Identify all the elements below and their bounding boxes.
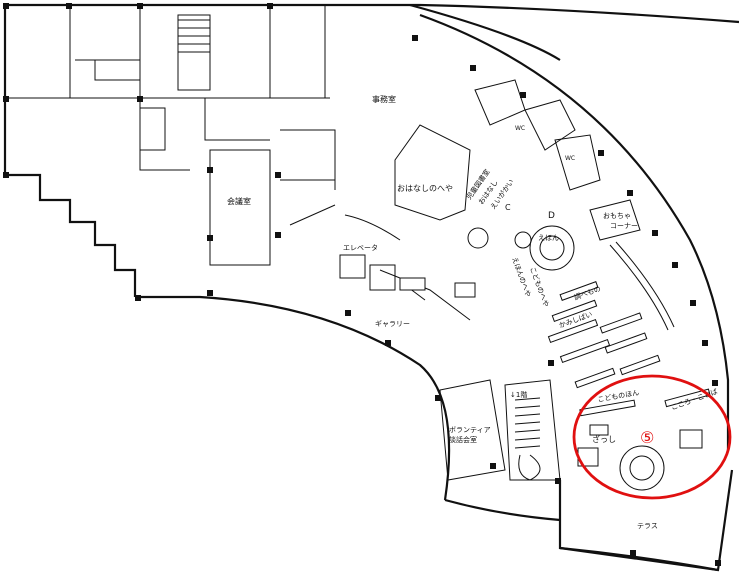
elevator-label: エレベータ	[343, 243, 378, 252]
vertical-label-e: こどものへや	[528, 266, 550, 308]
meeting-room-label: 会議室	[227, 196, 251, 206]
magazines-label: ざっし	[592, 434, 616, 444]
volunteer-room-label-2: 談話会室	[449, 435, 477, 444]
volunteer-room-label-1: ボランティア	[449, 426, 491, 434]
tables	[399, 225, 665, 491]
wc-label-1: WC	[515, 125, 525, 132]
terrace-label: テラス	[637, 522, 658, 530]
highlight-number: ⑤	[640, 428, 654, 447]
structural-columns	[3, 3, 721, 566]
stairs-label: ↓1階	[510, 390, 527, 399]
stairs	[178, 19, 541, 481]
outer-walls	[3, 3, 739, 572]
gallery-label: ギャラリー	[375, 320, 410, 328]
story-room-label: おはなしのへや	[397, 184, 453, 193]
highlight-circle	[572, 374, 732, 500]
picture-books-label: えほん	[538, 234, 559, 242]
vertical-label-d: えほんのへや	[510, 256, 532, 298]
shelves	[547, 241, 711, 467]
interior-walls	[4, 5, 641, 481]
toy-corner-label-1: おもちゃ	[603, 212, 631, 220]
shelf-c-label: C	[505, 203, 511, 212]
office-label: 事務室	[372, 94, 396, 104]
toy-corner-label-2: コーナー	[610, 222, 638, 230]
shelf-d-label: D	[548, 211, 555, 221]
wc-label-2: WC	[565, 155, 575, 162]
